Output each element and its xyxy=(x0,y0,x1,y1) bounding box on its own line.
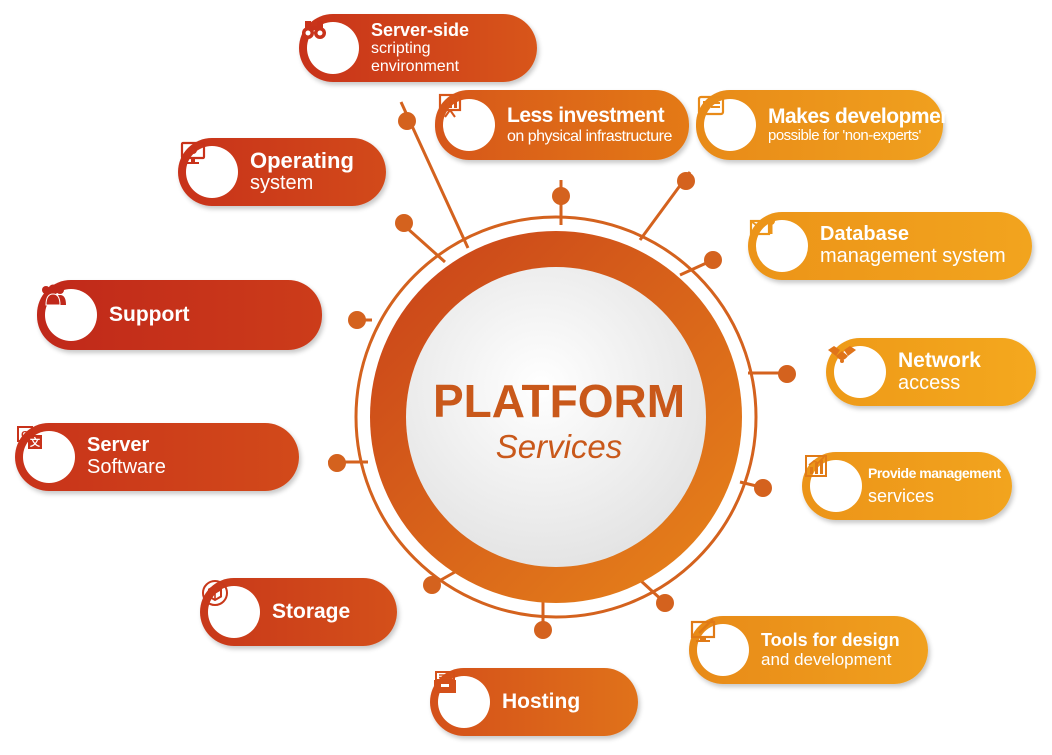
handshake-icon xyxy=(828,346,886,398)
mail-key-icon xyxy=(749,217,808,272)
item-less-investment[interactable]: Less investment on physical infrastructu… xyxy=(435,90,689,160)
item-support[interactable]: Support xyxy=(37,280,322,350)
item-subtitle: services xyxy=(868,485,935,506)
item-server-software[interactable]: G 文 Server Software xyxy=(15,423,299,491)
item-tools-design[interactable]: Tools for design and development xyxy=(689,616,928,684)
item-subtitle: scripting xyxy=(371,40,431,58)
outer-thin-ring xyxy=(354,215,758,619)
item-subtitle: access xyxy=(898,371,961,394)
item-title: Support xyxy=(109,302,190,326)
id-card-icon xyxy=(697,95,756,151)
binoculars-icon xyxy=(302,21,359,74)
cube-icon xyxy=(202,580,260,638)
svg-text:文: 文 xyxy=(30,436,41,449)
item-title: Tools for design xyxy=(761,630,900,651)
item-operating-system[interactable]: Operating system xyxy=(178,138,386,206)
presentation-board-icon xyxy=(438,93,495,151)
inner-disc xyxy=(406,267,706,567)
item-title: Network xyxy=(898,348,981,372)
item-title: Makes development xyxy=(768,104,960,128)
item-title: Server-side xyxy=(371,20,470,41)
center-subtitle: Services xyxy=(495,428,623,465)
svg-text:G: G xyxy=(21,430,29,441)
server-box-icon xyxy=(434,671,490,728)
item-subtitle: management system xyxy=(820,245,1006,267)
item-title: Storage xyxy=(272,599,351,623)
item-title: Provide management xyxy=(868,464,1001,481)
monitor-icon xyxy=(180,141,238,198)
item-network-access[interactable]: Network access xyxy=(826,338,1036,406)
item-provide-management[interactable]: Provide management services xyxy=(802,452,1012,520)
center-title: PLATFORM xyxy=(432,375,686,427)
item-subtitle: system xyxy=(250,172,314,195)
item-server-side-scripting[interactable]: Server-side scripting environment xyxy=(299,14,537,82)
item-title: Less investment xyxy=(507,104,665,128)
item-subtitle: and development xyxy=(761,649,892,669)
design-screen-icon xyxy=(690,618,749,676)
item-makes-development[interactable]: Makes development possible for 'non-expe… xyxy=(696,90,960,160)
item-subtitle: possible for 'non-experts' xyxy=(768,127,921,145)
item-subtitle-2: environment xyxy=(371,57,460,75)
item-title: Hosting xyxy=(502,689,581,713)
item-title: Operating xyxy=(250,148,354,174)
translate-icon: G 文 xyxy=(17,426,75,483)
item-hosting[interactable]: Hosting xyxy=(430,668,638,736)
item-title: Server xyxy=(87,434,150,457)
connector-dots xyxy=(328,112,796,639)
item-storage[interactable]: Storage xyxy=(200,578,397,646)
people-group-icon xyxy=(40,284,97,341)
item-subtitle: Software xyxy=(87,456,166,478)
item-database-management[interactable]: Database management system xyxy=(748,212,1032,280)
item-title: Database xyxy=(820,223,909,246)
item-subtitle: on physical infrastructure xyxy=(507,127,672,145)
bar-chart-icon xyxy=(805,455,862,512)
